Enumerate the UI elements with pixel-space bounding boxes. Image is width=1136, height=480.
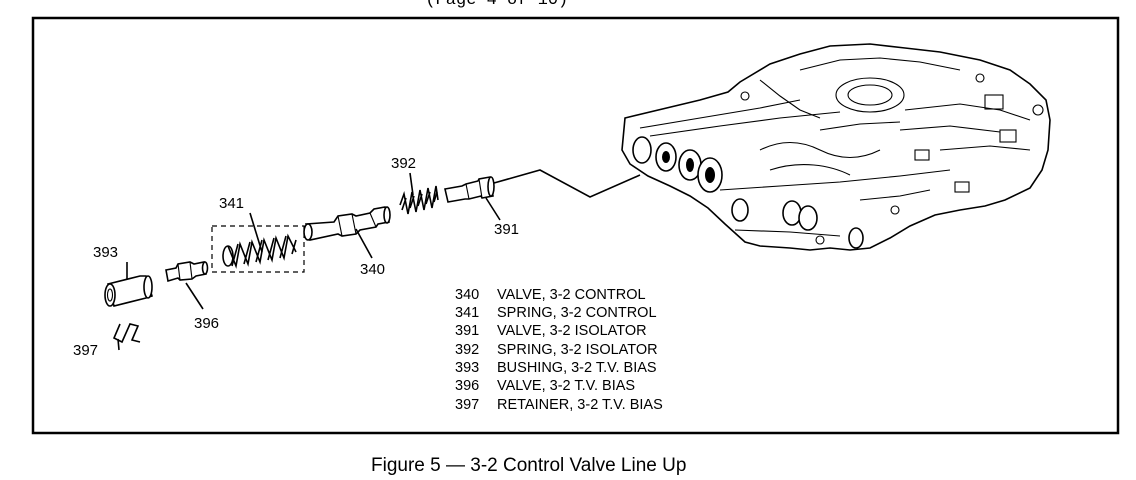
legend-desc: VALVE, 3-2 ISOLATOR [497,323,647,339]
valve-body-casting [621,43,1051,251]
legend-desc: BUSHING, 3-2 T.V. BIAS [497,360,657,376]
callout-393: 393 [93,244,118,261]
callout-391: 391 [494,221,519,238]
legend-row: 341 SPRING, 3-2 CONTROL [455,305,657,321]
part-397-retainer-clip [112,323,141,344]
part-341-dashed-box [211,225,305,273]
legend-desc: RETAINER, 3-2 T.V. BIAS [497,397,663,413]
legend-num: 397 [455,397,479,413]
legend-desc: SPRING, 3-2 CONTROL [497,305,657,321]
legend-row: 393 BUSHING, 3-2 T.V. BIAS [455,360,657,376]
legend-desc: VALVE, 3-2 CONTROL [497,287,646,303]
callout-396: 396 [194,315,219,332]
legend-row: 340 VALVE, 3-2 CONTROL [455,287,646,303]
leader-lines [117,169,641,351]
callout-392: 392 [391,155,416,172]
legend-row: 391 VALVE, 3-2 ISOLATOR [455,323,647,339]
legend-desc: VALVE, 3-2 T.V. BIAS [497,378,635,394]
part-340-control-valve [303,206,391,241]
legend-num: 341 [455,305,479,321]
legend-num: 340 [455,287,479,303]
figure-frame [31,16,1120,435]
legend-row: 396 VALVE, 3-2 T.V. BIAS [455,378,635,394]
callout-341: 341 [219,195,244,212]
callout-340: 340 [360,261,385,278]
part-396-tv-bias-valve [165,261,209,283]
parts-legend: 340 VALVE, 3-2 CONTROL 341 SPRING, 3-2 C… [455,287,663,413]
legend-num: 391 [455,323,479,339]
legend-desc: SPRING, 3-2 ISOLATOR [497,342,658,358]
legend-num: 393 [455,360,479,376]
legend-num: 392 [455,342,479,358]
part-341-control-spring [222,233,297,269]
cropped-header-text: - (Page 4 of 10) [405,0,568,10]
legend-row: 397 RETAINER, 3-2 T.V. BIAS [455,397,663,413]
part-392-isolator-spring [399,185,439,215]
part-393-bushing [104,275,153,307]
legend-row: 392 SPRING, 3-2 ISOLATOR [455,342,658,358]
figure-caption: Figure 5 — 3-2 Control Valve Line Up [371,455,686,476]
callout-397: 397 [73,342,98,359]
part-391-isolator-valve [444,176,495,203]
legend-num: 396 [455,378,479,394]
